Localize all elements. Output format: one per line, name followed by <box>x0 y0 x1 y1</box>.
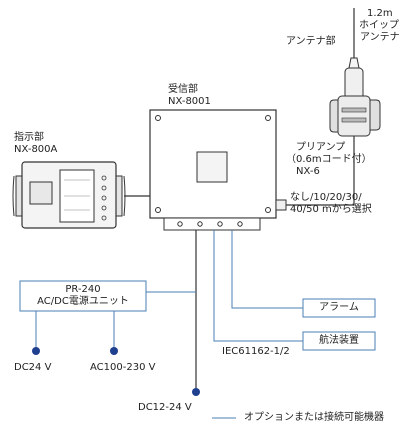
cable-length-options: なし/10/20/30/ <box>290 192 362 203</box>
nav-device-box <box>302 331 376 351</box>
power-unit <box>19 280 147 312</box>
antenna-cable <box>276 136 355 206</box>
antenna-whip-label: アンテナ <box>360 32 400 43</box>
preamp-unit <box>329 95 381 137</box>
antenna-whip-type: ホイップ <box>359 20 399 31</box>
dc12-24-label: DC12-24 V <box>138 402 192 413</box>
power-unit-model: PR-240 <box>65 284 101 295</box>
nav-device-line <box>213 230 303 342</box>
legend-label: オプションまたは接続可能機器 <box>244 412 384 423</box>
antenna-whip-length: 1.2m <box>367 8 393 19</box>
receiver-unit <box>149 109 287 231</box>
alarm-line <box>231 230 303 309</box>
receiver-title: 受信部 <box>168 84 198 95</box>
preamp-cord-label: （0.6mコード付） <box>286 154 372 165</box>
nav-device-label: 航法装置 <box>319 335 359 346</box>
antenna-section-label: アンテナ部 <box>286 36 336 47</box>
preamp-label: プリアンプ <box>296 142 346 153</box>
dc24-terminal <box>32 347 40 355</box>
display-unit <box>12 161 126 229</box>
alarm-label: アラーム <box>319 302 359 313</box>
display-title: 指示部 <box>14 132 44 143</box>
dc24-label: DC24 V <box>14 362 52 373</box>
ac-label: AC100-230 V <box>90 362 156 373</box>
ac-terminal <box>110 347 118 355</box>
preamp-model: NX-6 <box>296 166 320 177</box>
cable-length-options-2: 40/50 mから選択 <box>290 204 372 215</box>
display-model: NX-800A <box>14 144 58 155</box>
alarm-box <box>302 298 376 318</box>
receiver-model: NX-8001 <box>168 96 211 107</box>
iec-standard-label: IEC61162-1/2 <box>222 346 290 357</box>
dc12-24-terminal <box>192 388 200 396</box>
power-unit-name: AC/DC電源ユニット <box>37 296 129 307</box>
whip-antenna <box>344 8 364 101</box>
